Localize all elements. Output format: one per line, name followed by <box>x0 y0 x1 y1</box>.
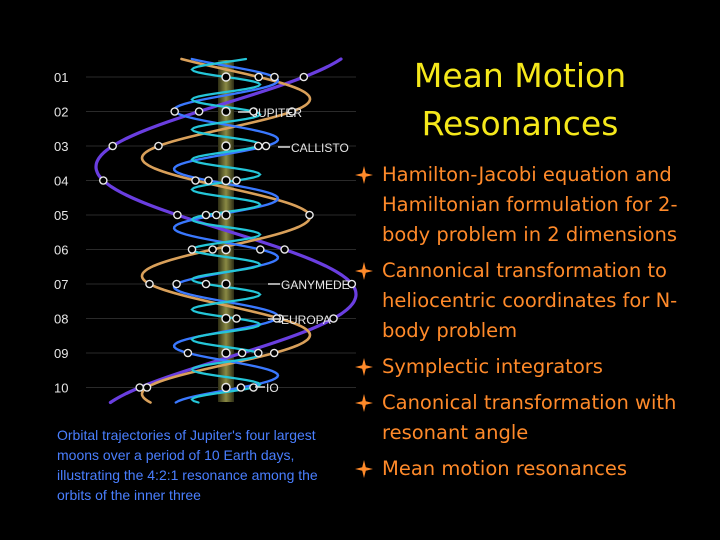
bullet-item: Hamilton-Jacobi equation and Hamiltonian… <box>355 160 705 250</box>
io-position-marker <box>201 279 211 289</box>
callisto-position-marker <box>299 72 309 82</box>
jupiter-position-marker <box>221 210 231 220</box>
io-position-marker <box>253 141 263 151</box>
io-position-marker <box>201 210 211 220</box>
callisto-position-marker <box>135 383 144 392</box>
callisto-position-marker <box>108 141 118 151</box>
jupiter-position-marker <box>221 382 231 393</box>
bullet-item: Cannonical transformation to heliocentri… <box>355 256 705 346</box>
bullet-item: Symplectic integrators <box>355 352 705 382</box>
ganymede-position-marker <box>287 107 297 116</box>
time-label: 06 <box>54 243 68 258</box>
ganymede-position-marker <box>269 348 279 358</box>
io-trajectory <box>190 57 262 404</box>
bullet-text: Canonical transformation with resonant a… <box>382 391 677 444</box>
time-label: 05 <box>54 208 68 223</box>
callisto-position-marker <box>329 314 338 323</box>
bullet-item: Canonical transformation with resonant a… <box>355 388 705 448</box>
ganymede-position-marker <box>154 141 163 151</box>
europa-position-marker <box>236 383 246 392</box>
time-label: 07 <box>54 277 68 292</box>
ganymede-position-marker <box>142 383 152 392</box>
europa-position-marker <box>183 348 193 358</box>
bullet-text: Cannonical transformation to heliocentri… <box>382 259 678 342</box>
bullet-text: Mean motion resonances <box>382 457 628 480</box>
ganymede-position-marker <box>145 279 154 289</box>
moon-trajectory-figure: 01 02 03 04 05 06 07 08 09 10 JUPITER CALLISTO GA… <box>50 55 360 405</box>
io-label: IO <box>266 381 279 395</box>
ganymede-position-marker <box>254 72 263 82</box>
io-position-marker <box>232 176 241 185</box>
trajectory-diagram: 01 02 03 04 05 06 07 08 09 10 JUPITER CALLISTO GA… <box>50 55 360 405</box>
bullet-list: Hamilton-Jacobi equation and Hamiltonian… <box>355 160 705 490</box>
four-point-star-icon <box>355 358 373 376</box>
io-position-marker <box>232 314 241 323</box>
figure-caption: Orbital trajectories of Jupiter's four l… <box>57 427 318 503</box>
callisto-position-marker <box>280 245 289 254</box>
callisto-label: CALLISTO <box>291 141 349 155</box>
jupiter-position-marker <box>221 313 231 324</box>
bullet-text: Hamilton-Jacobi equation and Hamiltonian… <box>382 163 678 246</box>
europa-position-marker <box>270 72 279 82</box>
europa-position-marker <box>204 176 213 185</box>
jupiter-position-marker <box>221 279 231 289</box>
europa-trajectory <box>172 57 280 404</box>
figure-background <box>50 55 360 405</box>
jupiter-position-marker <box>221 72 231 82</box>
jupiter-position-marker <box>221 244 231 255</box>
io-position-marker <box>187 245 197 254</box>
callisto-position-marker <box>194 107 204 116</box>
europa-position-marker <box>172 279 181 289</box>
ganymede-label: GANYMEDE <box>281 278 350 292</box>
time-label: 09 <box>54 346 68 361</box>
title-line-1: Mean Motion <box>413 56 627 95</box>
europa-position-marker <box>255 245 265 254</box>
ganymede-position-marker <box>208 245 217 254</box>
four-point-star-icon <box>355 166 373 184</box>
ganymede-trajectory <box>140 57 312 404</box>
jupiter-label: JUPITER <box>252 106 302 120</box>
four-point-star-icon <box>355 394 373 412</box>
ganymede-position-marker <box>305 210 314 220</box>
europa-position-marker <box>211 210 221 220</box>
callisto-position-marker <box>237 348 247 358</box>
four-point-star-icon <box>355 262 373 280</box>
time-label: 01 <box>54 70 68 85</box>
io-position-marker <box>253 348 263 358</box>
time-label: 04 <box>54 174 68 189</box>
europa-label: EUROPA <box>281 313 331 327</box>
time-label: 03 <box>54 139 68 154</box>
callisto-position-marker <box>347 279 357 289</box>
callisto-position-marker <box>173 210 182 220</box>
four-point-star-icon <box>355 460 373 478</box>
bullet-item: Mean motion resonances <box>355 454 705 484</box>
europa-position-marker <box>170 107 179 116</box>
title-line-2: Resonances <box>421 104 619 143</box>
time-label: 08 <box>54 312 68 327</box>
jupiter-position-marker <box>221 175 231 186</box>
callisto-position-marker <box>99 176 108 185</box>
jupiter-position-marker <box>221 141 231 151</box>
time-label: 10 <box>54 381 68 396</box>
time-label: 02 <box>54 105 68 120</box>
europa-position-marker <box>261 141 271 151</box>
jupiter-position-marker <box>221 348 231 358</box>
jupiter-position-marker <box>221 106 231 117</box>
ganymede-position-marker <box>191 176 200 185</box>
slide-title: Mean Motion Resonances <box>370 52 670 148</box>
bullet-text: Symplectic integrators <box>382 355 603 378</box>
